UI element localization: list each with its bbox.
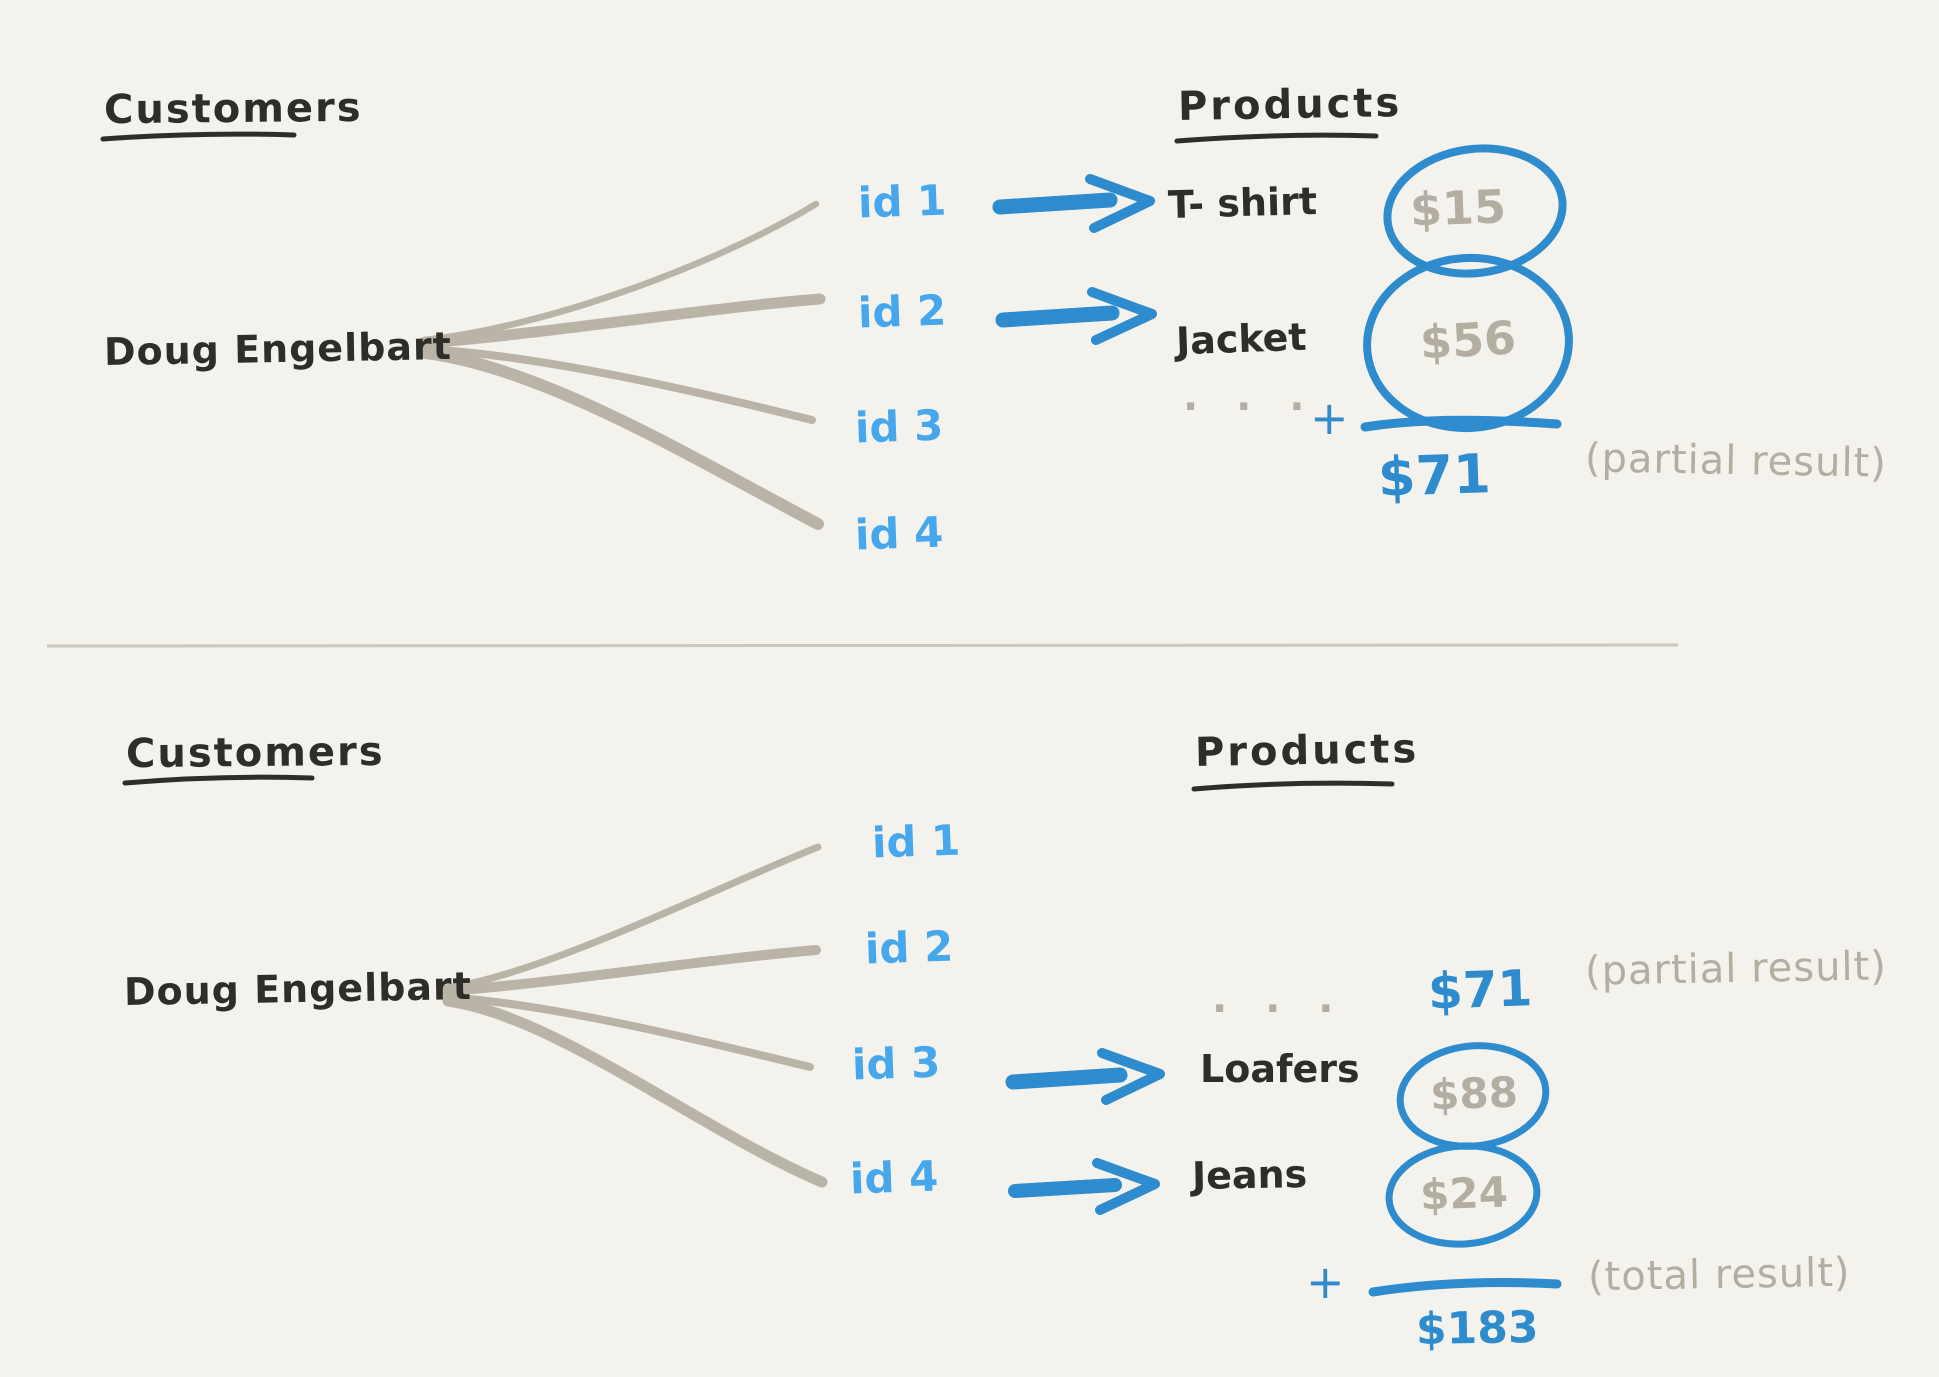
id2-label-bottom: id 2 <box>864 921 955 974</box>
customers-underline-top <box>100 131 297 142</box>
arrow-head <box>1085 174 1155 233</box>
ellipsis-top: · · · <box>1183 384 1317 430</box>
fan-line-top-id3 <box>422 345 816 424</box>
fan-line-bottom-id3 <box>443 993 814 1071</box>
arrow-tail <box>995 305 1120 328</box>
product-jeans-label: Jeans <box>1191 1151 1308 1199</box>
plus-sign-bottom: + <box>1306 1255 1345 1309</box>
id2-label-top: id 2 <box>857 285 948 338</box>
carried-partial-sum: $71 <box>1427 959 1534 1021</box>
total-result-note: (total result) <box>1587 1249 1851 1301</box>
fan-line-top-id2 <box>418 293 826 349</box>
id1-label-bottom: id 1 <box>871 815 962 868</box>
product-tshirt-label: T- shirt <box>1167 179 1318 227</box>
arrow-head <box>1097 1048 1165 1105</box>
partial-sum-top: $71 <box>1376 442 1492 509</box>
total-sum: $183 <box>1415 1301 1539 1356</box>
products-title-top: Products <box>1177 80 1403 130</box>
ellipsis-bottom: · · · <box>1212 986 1346 1032</box>
fan-lines-top <box>418 200 826 530</box>
price-tshirt: $15 <box>1409 179 1507 237</box>
id4-label-bottom: id 4 <box>849 1151 940 1204</box>
id1-label-top: id 1 <box>857 175 948 228</box>
customers-title-bottom: Customers <box>125 728 385 778</box>
arrow-tail <box>992 192 1118 215</box>
products-title-bottom: Products <box>1194 726 1420 776</box>
arrow-id1-to-tshirt <box>992 174 1155 233</box>
arrow-id2-to-jacket <box>995 287 1157 345</box>
id3-label-top: id 3 <box>854 400 945 453</box>
divider-line <box>46 643 1679 648</box>
partial-result-note-bottom: (partial result) <box>1584 943 1888 995</box>
plus-sign-top: + <box>1310 391 1349 445</box>
price-loafers: $88 <box>1429 1067 1519 1120</box>
fan-line-top-id4 <box>420 347 824 530</box>
customer-name-bottom: Doug Engelbart <box>123 963 473 1015</box>
fan-line-top-id1 <box>420 200 820 344</box>
customers-underline-bottom <box>122 774 315 786</box>
id4-label-top: id 4 <box>854 507 945 560</box>
arrow-tail <box>1005 1067 1128 1090</box>
arrow-id3-to-loafers <box>1005 1048 1165 1105</box>
price-jeans: $24 <box>1419 1167 1509 1220</box>
arrow-head <box>1087 287 1157 345</box>
sum-line-top <box>1360 415 1562 432</box>
fan-line-bottom-id4 <box>442 995 828 1188</box>
sum-line-bottom <box>1368 1278 1562 1297</box>
partial-result-note-top: (partial result) <box>1584 435 1888 487</box>
products-underline-bottom <box>1191 780 1395 792</box>
price-jacket: $56 <box>1418 310 1518 370</box>
id3-label-bottom: id 3 <box>851 1037 942 1090</box>
arrow-tail <box>1008 1178 1122 1198</box>
customers-title-top: Customers <box>103 84 363 134</box>
fan-line-bottom-id2 <box>441 945 821 996</box>
arrow-id4-to-jeans <box>1008 1158 1160 1215</box>
product-jacket-label: Jacket <box>1175 314 1308 364</box>
arrow-head <box>1092 1158 1160 1215</box>
fan-line-bottom-id1 <box>442 843 822 992</box>
fan-lines-bottom <box>441 843 828 1188</box>
product-loafers-label: Loafers <box>1200 1047 1360 1091</box>
customer-name-top: Doug Engelbart <box>103 323 453 375</box>
products-underline-top <box>1174 132 1379 144</box>
